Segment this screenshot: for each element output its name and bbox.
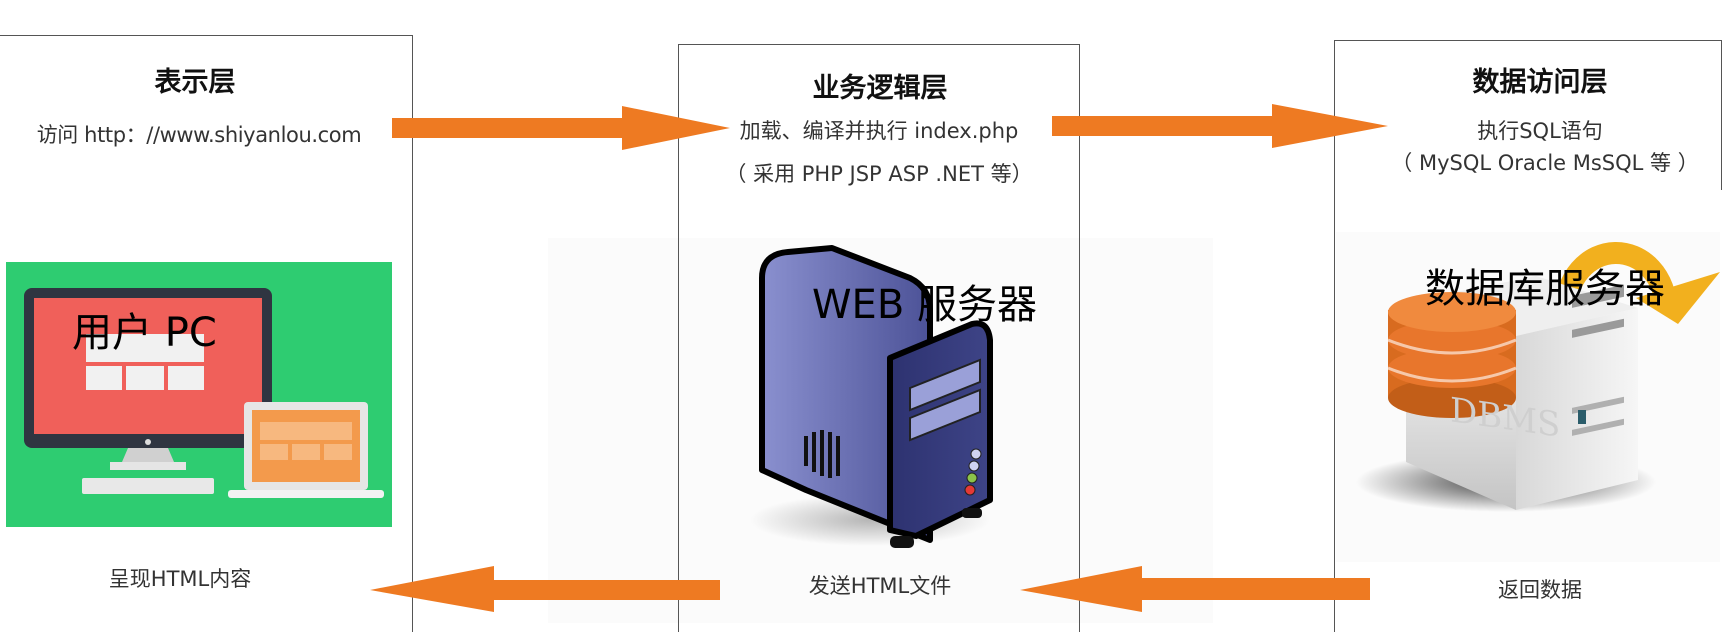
presentation-layer-title: 表示层 <box>154 67 236 98</box>
panel-business-right-border-overlay <box>1079 238 1080 632</box>
arrow-business-to-data <box>1052 104 1388 148</box>
user-pc-label: 用户 PC <box>72 310 217 356</box>
web-server-label: WEB 服务器 <box>812 282 1037 328</box>
presentation-layer-desc: 访问 http：//www.shiyanlou.com <box>36 123 362 147</box>
data-layer-bottom-text: 返回数据 <box>1498 578 1582 602</box>
arrow-business-to-presentation <box>370 566 720 612</box>
panel-data-right-border <box>1721 40 1722 190</box>
business-layer-desc-line2: （ 采用 PHP JSP ASP .NET 等） <box>725 162 1033 186</box>
panel-presentation-top-border <box>0 35 413 36</box>
arrow-data-to-business <box>1020 566 1370 612</box>
business-layer-desc-line1: 加载、编译并执行 index.php <box>739 119 1019 143</box>
panel-business-left-border-overlay <box>678 238 679 632</box>
panel-data-top-border <box>1334 40 1722 41</box>
business-layer-bottom-text: 发送HTML文件 <box>808 574 952 598</box>
panel-presentation-right-border <box>412 35 413 632</box>
db-server-illustration <box>1356 242 1720 512</box>
presentation-layer-bottom-text: 呈现HTML内容 <box>108 567 252 591</box>
data-layer-desc-line1: 执行SQL语句 <box>1477 119 1603 143</box>
web-server-illustration <box>750 245 993 548</box>
db-server-label: 数据库服务器 <box>1425 266 1665 312</box>
business-layer-title: 业务逻辑层 <box>812 73 948 104</box>
user-pc-illustration <box>24 288 384 498</box>
arrow-presentation-to-business <box>392 106 730 150</box>
data-layer-desc-line2: （ MySQL Oracle MsSQL 等 ） <box>1391 151 1699 175</box>
data-layer-title: 数据访问层 <box>1472 67 1608 98</box>
panel-data-left-border <box>1334 40 1335 632</box>
panel-business-top-border <box>678 44 1080 45</box>
